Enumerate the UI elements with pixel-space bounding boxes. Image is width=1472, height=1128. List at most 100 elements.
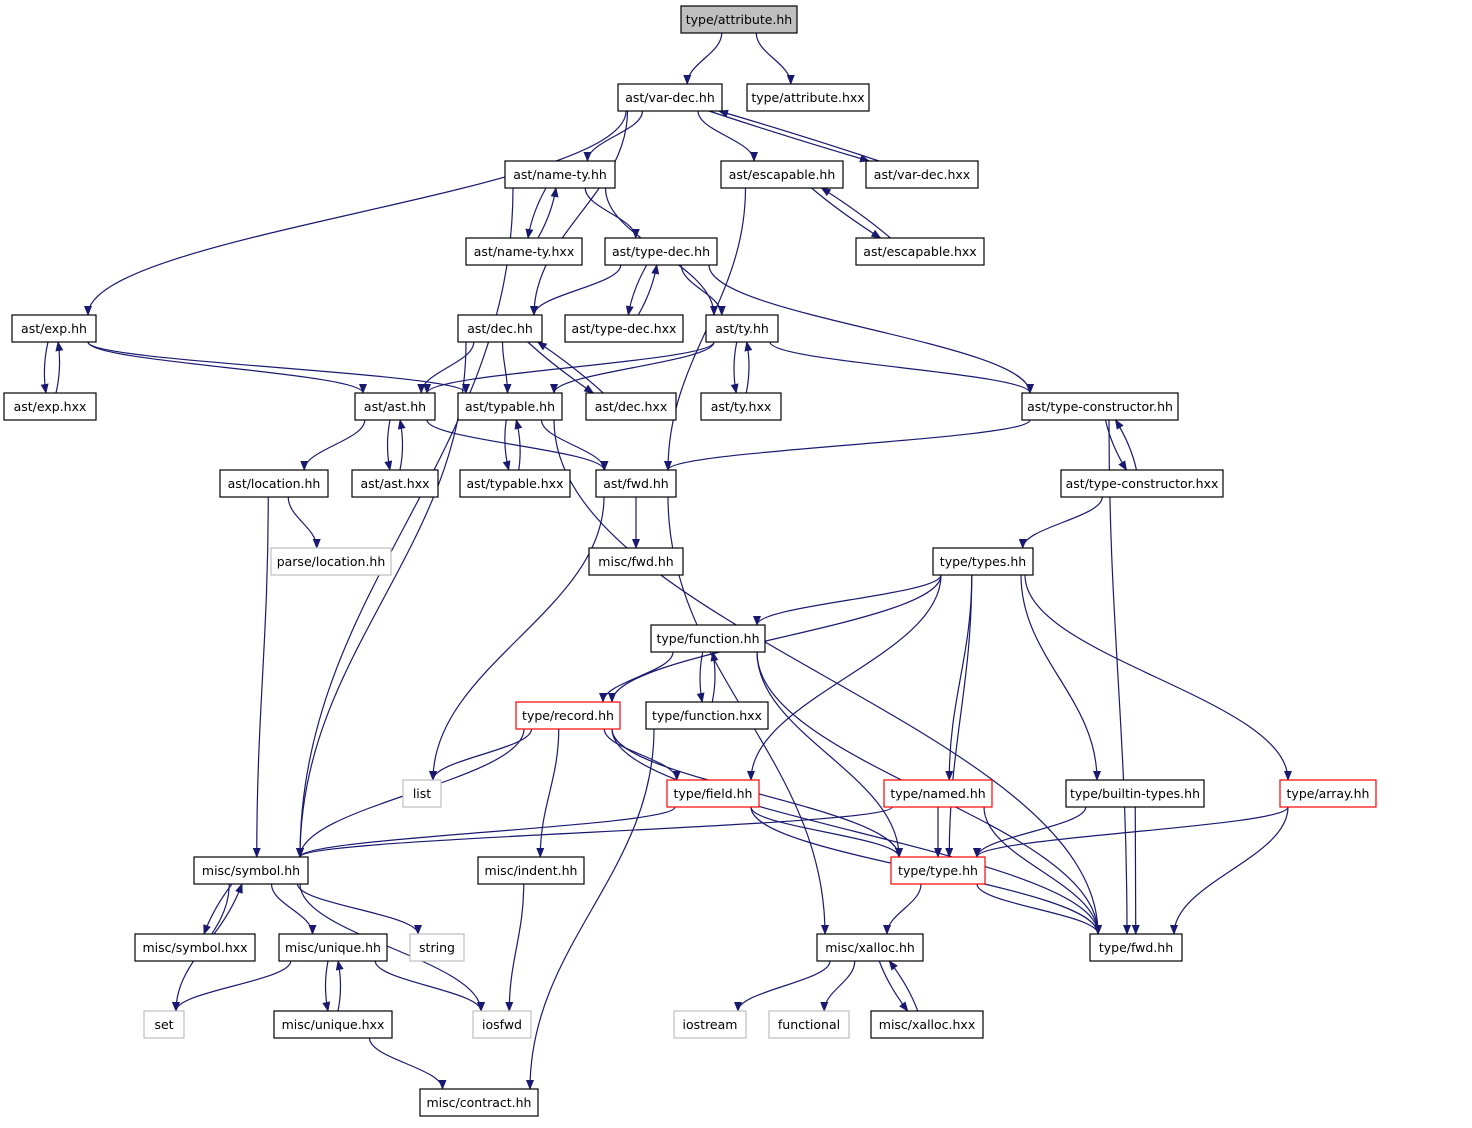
- edge-type_field_hh-to-misc_symbol_hh: [296, 806, 676, 858]
- node-label: iosfwd: [482, 1017, 522, 1032]
- edge-misc_unique_hh-to-iosfwd: [374, 960, 485, 1012]
- node-ast_ty_hxx[interactable]: ast/ty.hxx: [700, 392, 782, 421]
- node-box: [883, 779, 993, 808]
- node-ast_escapable_hxx[interactable]: ast/escapable.hxx: [855, 237, 985, 266]
- node-ast_location_hh[interactable]: ast/location.hh: [219, 469, 329, 498]
- node-misc_unique_hxx[interactable]: misc/unique.hxx: [273, 1010, 393, 1039]
- node-box: [666, 779, 760, 808]
- node-box: [1279, 779, 1377, 808]
- node-label: type/fwd.hh: [1099, 940, 1173, 955]
- node-ast_type_constructor_hxx[interactable]: ast/type-constructor.hxx: [1060, 469, 1224, 498]
- edge-ast_dec_hh-to-misc_symbol_hh: [296, 341, 467, 858]
- node-ast_type_constructor_hh[interactable]: ast/type-constructor.hh: [1021, 392, 1179, 421]
- node-functional[interactable]: functional: [768, 1010, 850, 1039]
- node-label: ast/typable.hh: [465, 399, 555, 414]
- node-iosfwd[interactable]: iosfwd: [472, 1010, 532, 1039]
- node-label: ast/name-ty.hh: [513, 167, 607, 182]
- node-type_attribute_hh[interactable]: type/attribute.hh: [680, 5, 798, 34]
- node-box: [673, 1010, 747, 1039]
- nodes-layer: type/attribute.hh ast/var-dec.hh type/attr…: [3, 5, 1377, 1117]
- node-type_array_hh[interactable]: type/array.hh: [1279, 779, 1377, 808]
- node-misc_indent_hh[interactable]: misc/indent.hh: [477, 856, 585, 885]
- edge-misc_symbol_hh-to-misc_unique_hh: [270, 883, 317, 935]
- node-ast_name_ty_hxx[interactable]: ast/name-ty.hxx: [465, 237, 583, 266]
- node-ast_typable_hh[interactable]: ast/typable.hh: [457, 392, 563, 421]
- node-misc_unique_hh[interactable]: misc/unique.hh: [278, 933, 388, 962]
- node-ast_dec_hxx[interactable]: ast/dec.hxx: [585, 392, 677, 421]
- node-misc_xalloc_hxx[interactable]: misc/xalloc.hxx: [870, 1010, 984, 1039]
- node-box: [617, 83, 723, 112]
- edge-ast_type_constructor_hxx-to-ast_type_constructor_hh: [1114, 419, 1138, 471]
- node-label: ast/dec.hh: [467, 321, 533, 336]
- node-type_field_hh[interactable]: type/field.hh: [666, 779, 760, 808]
- edge-ast_location_hh-to-parse_location_hh: [287, 496, 321, 549]
- node-box: [720, 160, 844, 189]
- edge-misc_symbol_hh-to-iosfwd: [299, 883, 485, 1012]
- node-ast_typable_hxx[interactable]: ast/typable.hxx: [459, 469, 571, 498]
- node-ast_dec_hh[interactable]: ast/dec.hh: [457, 314, 543, 343]
- node-misc_contract_hh[interactable]: misc/contract.hh: [419, 1088, 539, 1117]
- edge-type_array_hh-to-type_type_hh: [973, 806, 1289, 858]
- node-box: [354, 392, 436, 421]
- node-ast_ast_hxx[interactable]: ast/ast.hxx: [351, 469, 439, 498]
- node-ast_escapable_hh[interactable]: ast/escapable.hh: [720, 160, 844, 189]
- node-type_function_hxx[interactable]: type/function.hxx: [645, 701, 769, 730]
- node-ast_type_dec_hxx[interactable]: ast/type-dec.hxx: [564, 314, 684, 343]
- edge-ast_ty_hh-to-ast_ty_hxx: [730, 341, 739, 394]
- node-misc_symbol_hxx[interactable]: misc/symbol.hxx: [134, 933, 256, 962]
- node-type_function_hh[interactable]: type/function.hh: [650, 624, 766, 653]
- node-set[interactable]: set: [143, 1010, 185, 1039]
- edge-type_types_hh-to-type_function_hh: [753, 574, 942, 626]
- node-box: [932, 547, 1034, 576]
- node-iostream[interactable]: iostream: [673, 1010, 747, 1039]
- node-string[interactable]: string: [409, 933, 465, 962]
- edge-ast_dec_hh-to-ast_typable_hh: [501, 341, 512, 394]
- node-box: [270, 547, 392, 576]
- edge-ast_typable_hh-to-ast_fwd_hh: [540, 419, 609, 471]
- node-type_named_hh[interactable]: type/named.hh: [883, 779, 993, 808]
- node-ast_name_ty_hh[interactable]: ast/name-ty.hh: [504, 160, 616, 189]
- edge-ast_dec_hh-to-ast_dec_hxx: [527, 341, 595, 394]
- node-label: list: [413, 786, 431, 801]
- node-label: type/function.hxx: [652, 708, 762, 723]
- edge-type_attribute_hh-to-type_attribute_hxx: [755, 32, 795, 85]
- edge-ast_var_dec_hh-to-ast_dec_hh: [530, 110, 629, 316]
- node-type_attribute_hxx[interactable]: type/attribute.hxx: [746, 83, 870, 112]
- edge-misc_symbol_hh-to-misc_symbol_hxx: [203, 883, 233, 935]
- node-type_type_hh[interactable]: type/type.hh: [890, 856, 986, 885]
- edge-ast_name_ty_hh-to-misc_symbol_hh: [296, 187, 514, 858]
- edge-ast_exp_hh-to-ast_typable_hh: [87, 341, 470, 394]
- node-box: [1065, 779, 1205, 808]
- node-label: ast/ty.hh: [715, 321, 769, 336]
- node-misc_symbol_hh[interactable]: misc/symbol.hh: [193, 856, 309, 885]
- node-box: [705, 314, 779, 343]
- edge-ast_ty_hh-to-ast_typable_hh: [550, 341, 715, 394]
- node-ast_var_dec_hxx[interactable]: ast/var-dec.hxx: [865, 160, 979, 189]
- node-ast_var_dec_hh[interactable]: ast/var-dec.hh: [617, 83, 723, 112]
- node-ast_fwd_hh[interactable]: ast/fwd.hh: [595, 469, 677, 498]
- node-misc_xalloc_hh[interactable]: misc/xalloc.hh: [816, 933, 924, 962]
- node-label: ast/ast.hxx: [360, 476, 429, 491]
- node-list[interactable]: list: [402, 779, 442, 808]
- edge-ast_escapable_hxx-to-ast_escapable_hh: [820, 187, 891, 239]
- node-label: misc/xalloc.hh: [825, 940, 915, 955]
- node-type_builtin_types_hh[interactable]: type/builtin-types.hh: [1065, 779, 1205, 808]
- node-label: ast/location.hh: [228, 476, 321, 491]
- node-ast_type_dec_hh[interactable]: ast/type-dec.hh: [604, 237, 718, 266]
- node-type_record_hh[interactable]: type/record.hh: [515, 701, 621, 730]
- node-label: string: [419, 940, 455, 955]
- node-box: [459, 469, 571, 498]
- node-box: [700, 392, 782, 421]
- node-type_fwd_hh[interactable]: type/fwd.hh: [1089, 933, 1183, 962]
- node-ast_exp_hh[interactable]: ast/exp.hh: [11, 314, 97, 343]
- node-misc_fwd_hh[interactable]: misc/fwd.hh: [588, 547, 684, 576]
- node-parse_location_hh[interactable]: parse/location.hh: [270, 547, 392, 576]
- node-ast_exp_hxx[interactable]: ast/exp.hxx: [3, 392, 97, 421]
- node-type_types_hh[interactable]: type/types.hh: [932, 547, 1034, 576]
- edge-ast_typable_hxx-to-ast_typable_hh: [514, 419, 523, 471]
- node-label: ast/exp.hxx: [14, 399, 87, 414]
- node-ast_ast_hh[interactable]: ast/ast.hh: [354, 392, 436, 421]
- edge-ast_exp_hh-to-ast_exp_hxx: [40, 341, 49, 394]
- node-ast_ty_hh[interactable]: ast/ty.hh: [705, 314, 779, 343]
- edge-misc_unique_hxx-to-misc_contract_hh: [368, 1037, 447, 1090]
